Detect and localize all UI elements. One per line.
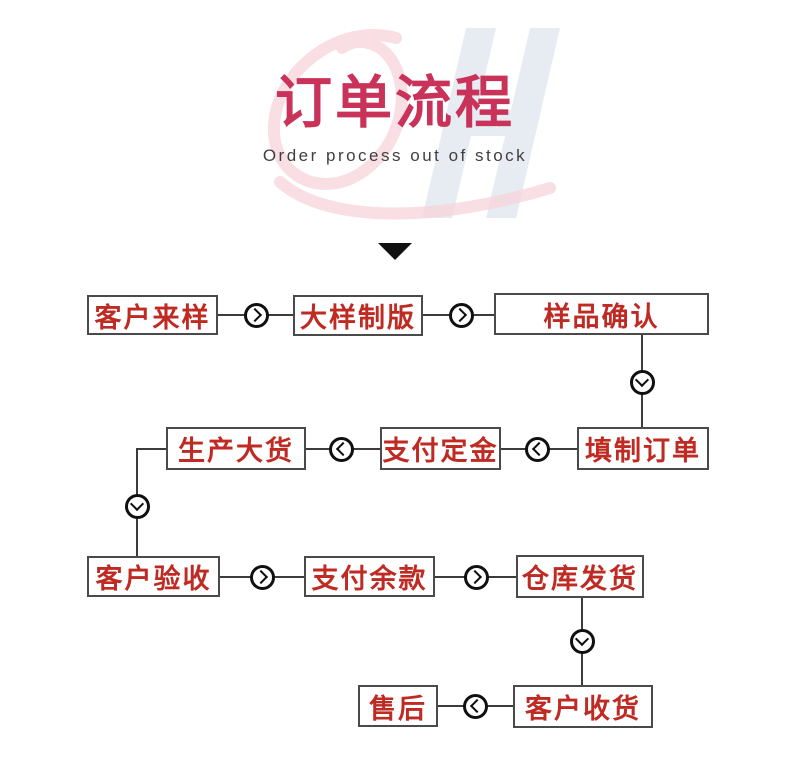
node-sample-confirmation: 样品确认: [494, 293, 709, 335]
down-triangle-icon: [378, 243, 412, 260]
connector-line: [136, 448, 166, 450]
chevron-right-icon: [247, 307, 262, 323]
chevron-right-icon: [452, 307, 467, 323]
chevron-right-icon: [253, 569, 268, 585]
step-connector: [463, 564, 489, 590]
node-customer-acceptance: 客户验收: [87, 556, 220, 597]
page-title: 订单流程: [275, 72, 515, 135]
step-connector: [328, 436, 354, 462]
watermark-letter-h: [422, 28, 560, 218]
chevron-down-icon: [129, 496, 145, 512]
step-connector: [524, 436, 550, 462]
step-connector: [462, 693, 488, 719]
chevron-left-icon: [531, 441, 546, 457]
step-connector: [629, 369, 655, 395]
step-connector: [124, 493, 150, 519]
node-pay-balance: 支付余款: [304, 556, 435, 597]
chevron-right-icon: [467, 569, 482, 585]
step-connector: [249, 564, 275, 590]
node-fill-order: 填制订单: [577, 427, 709, 470]
chevron-left-icon: [469, 698, 484, 714]
node-pay-deposit: 支付定金: [380, 427, 501, 470]
step-connector: [243, 302, 269, 328]
watermark-letter-l: [267, 29, 556, 220]
step-connector: [569, 628, 595, 654]
step-connector: [448, 302, 474, 328]
node-proof-plate-making: 大样制版: [293, 295, 423, 336]
chevron-down-icon: [634, 372, 650, 388]
chevron-left-icon: [335, 441, 350, 457]
brand-watermark: [267, 28, 560, 220]
node-bulk-production: 生产大货: [166, 427, 306, 470]
node-customer-receipt: 客户收货: [513, 685, 653, 728]
node-customer-sample: 客户来样: [87, 295, 218, 335]
page-subtitle: Order process out of stock: [262, 146, 528, 165]
chevron-down-icon: [574, 631, 590, 647]
node-warehouse-shipping: 仓库发货: [516, 555, 644, 598]
node-after-sales: 售后: [358, 685, 438, 727]
